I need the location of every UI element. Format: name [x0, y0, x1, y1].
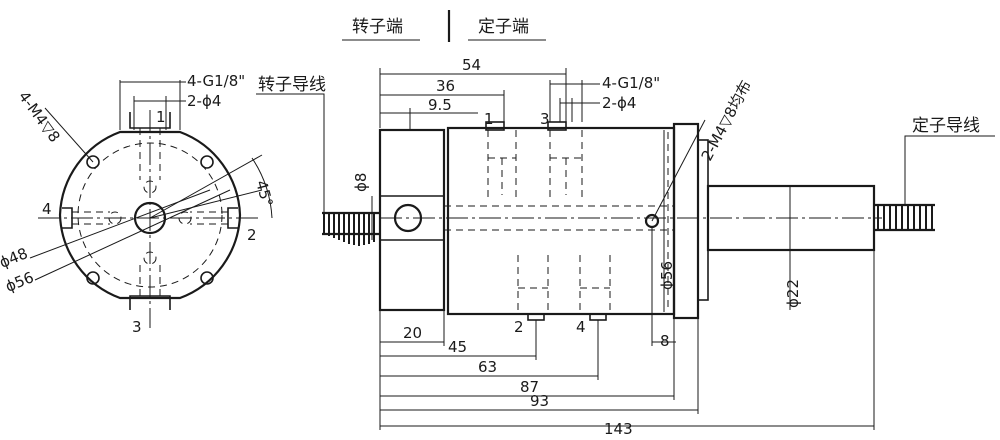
side-port-4: 4	[576, 318, 586, 336]
thread-leader	[44, 107, 94, 163]
front-port-4: 4	[42, 200, 52, 218]
thread-hole-tr	[200, 155, 214, 169]
front-port-1: 1	[156, 108, 166, 126]
port-4-outline	[62, 207, 73, 229]
stator-wires	[874, 203, 935, 232]
dim-9-5: 9.5	[428, 96, 452, 114]
stator-lead-label: 定子导线	[912, 116, 980, 136]
side-port-3: 3	[540, 110, 550, 128]
rotor-block	[378, 128, 446, 312]
front-view: 4-G1/8" 2-ϕ4 4-M4▽8 45° ϕ48 ϕ56 1 2 3 4	[0, 72, 276, 336]
front-port-callout: 4-G1/8"	[187, 72, 245, 90]
front-dia48: ϕ48	[0, 244, 30, 272]
front-thread-callout: 4-M4▽8	[15, 88, 64, 146]
flange	[672, 122, 700, 320]
hidden-hole-bottom	[143, 251, 157, 265]
side-port-callout: 4-G1/8"	[602, 74, 660, 92]
front-hole-callout: 2-ϕ4	[187, 92, 221, 110]
side-view: 2-M4▽8均布 转子导线 定子导线 54 36 9.5 4-G1/8" 2-ϕ…	[256, 56, 995, 438]
hidden-hole-left	[108, 211, 122, 225]
side-bottom-ports	[517, 255, 611, 321]
side-thread-callout: 2-M4▽8均布	[698, 77, 755, 164]
front-port-3: 3	[132, 318, 142, 336]
header: 转子端 定子端	[342, 10, 546, 42]
hidden-hole-right	[178, 211, 192, 225]
side-thread-leader	[651, 119, 706, 222]
dim-45: 45	[448, 338, 467, 356]
front-dia56: ϕ56	[3, 268, 37, 296]
flange-step	[697, 139, 709, 301]
angle-label: 45°	[252, 178, 276, 208]
side-port-1: 1	[484, 110, 494, 128]
rotor-wires	[322, 211, 380, 246]
stator-shaft	[706, 184, 876, 252]
dia48-leader	[29, 189, 211, 259]
angle-line-2	[149, 189, 263, 219]
rotor-lead-label: 转子导线	[258, 75, 326, 95]
dim-36: 36	[436, 77, 455, 95]
dia56-leader	[34, 189, 231, 281]
side-dia22: ϕ22	[784, 279, 802, 308]
side-dia8: ϕ8	[352, 173, 370, 192]
stator-end-label: 定子端	[478, 17, 529, 37]
dim-20: 20	[403, 324, 422, 342]
side-top-ports	[485, 121, 583, 200]
angle-line-1	[149, 154, 263, 219]
thread-hole-bl	[86, 271, 100, 285]
side-hole-callout: 2-ϕ4	[602, 94, 636, 112]
dim-143: 143	[604, 420, 633, 438]
dim-87: 87	[520, 378, 539, 396]
rotor-lead-leader	[256, 93, 325, 212]
side-dia56: ϕ56	[658, 261, 676, 290]
dim-8: 8	[660, 332, 670, 350]
dim-93: 93	[530, 392, 549, 410]
dim-54: 54	[462, 56, 481, 74]
hidden-hole-top	[143, 180, 157, 194]
port-2-outline	[227, 207, 238, 229]
front-outline	[58, 130, 242, 300]
stator-lead-leader	[904, 135, 995, 205]
thread-hole-br	[200, 271, 214, 285]
side-thread-hole	[644, 213, 660, 229]
dim-63: 63	[478, 358, 497, 376]
rotor-end-label: 转子端	[352, 17, 403, 37]
front-port-2: 2	[247, 226, 257, 244]
side-port-2: 2	[514, 318, 524, 336]
port-1-outline	[129, 112, 171, 129]
housing	[446, 126, 676, 316]
port-3-outline	[129, 295, 171, 310]
thread-hole-tl	[86, 155, 100, 169]
angle-arc	[251, 157, 273, 219]
